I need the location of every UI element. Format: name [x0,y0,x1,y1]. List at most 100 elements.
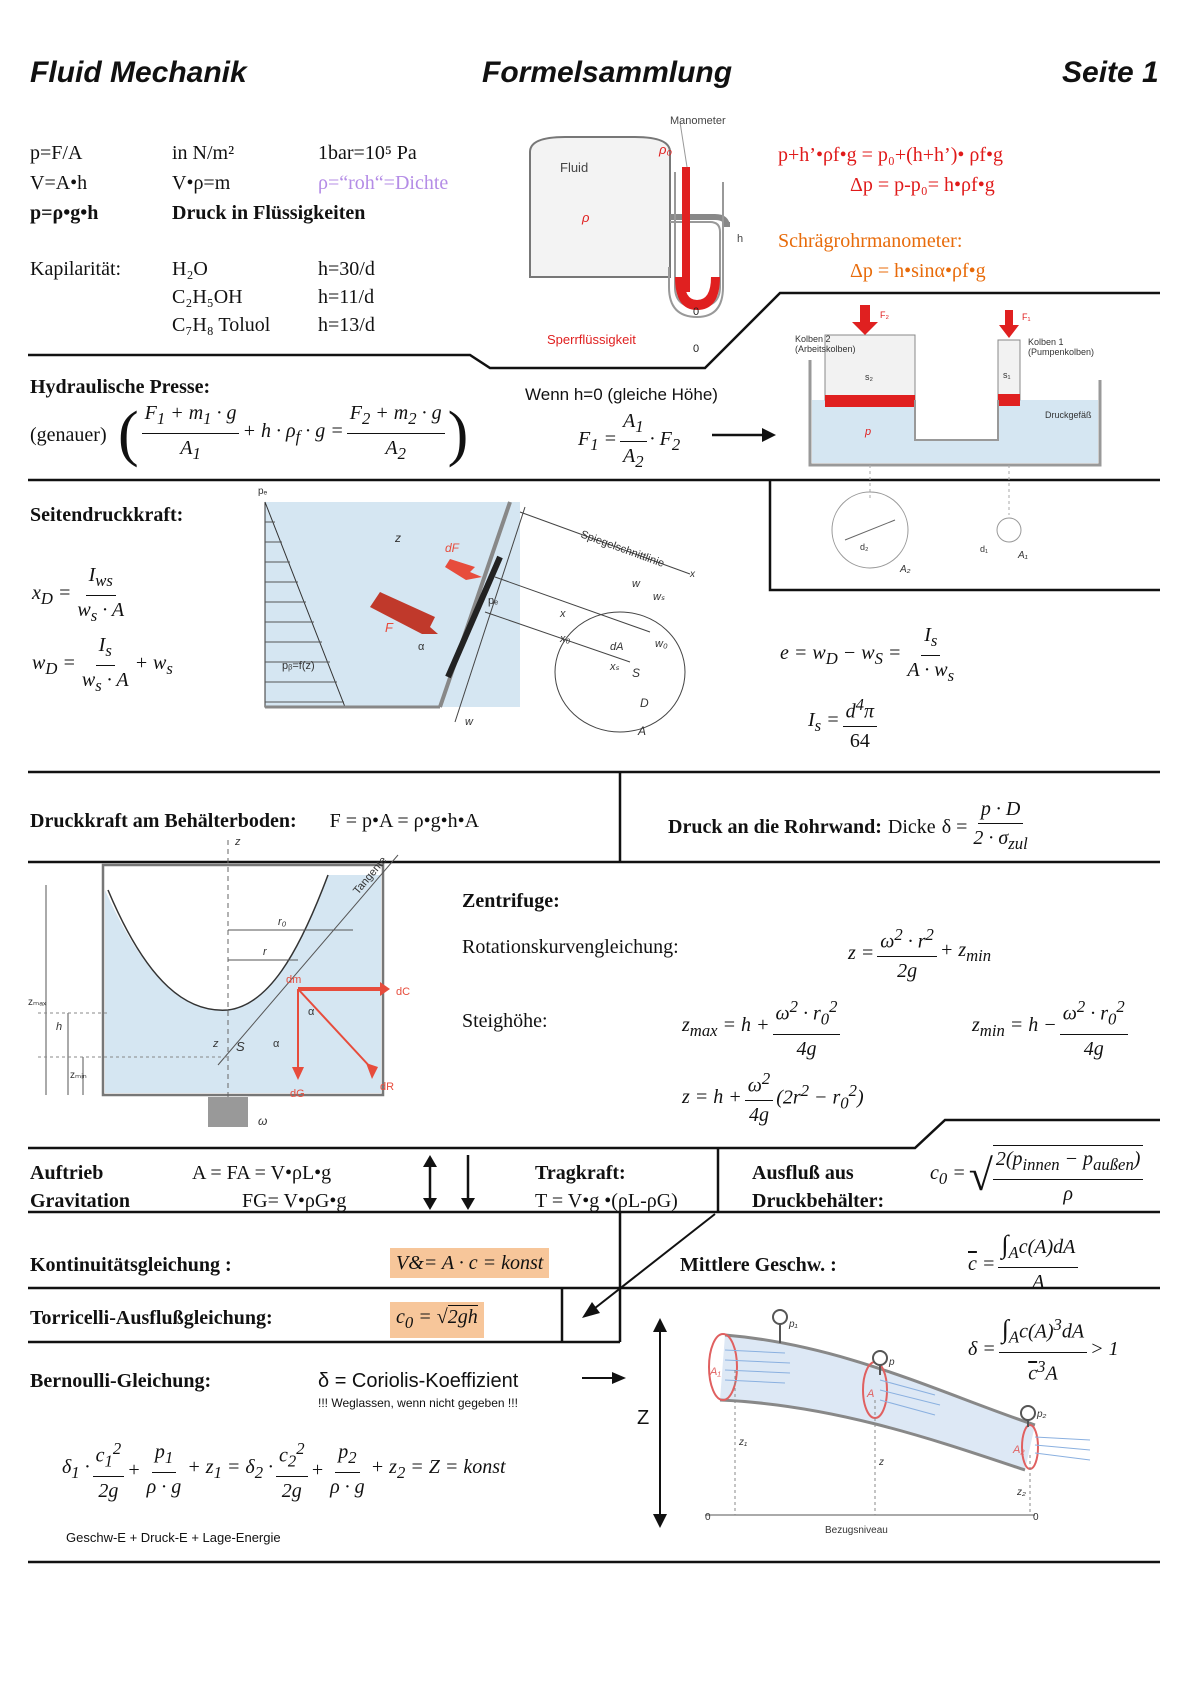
area-a1-label: A₁ [709,1366,721,1378]
pipe-wall-title: Druck an die Rohrwand: [668,815,882,838]
xd-label: x₀ [559,633,571,645]
zmin-label: zₘᵢₙ [70,1070,87,1081]
height-h-label: h [56,1021,62,1033]
capillarity-value: h=11/d [318,286,375,308]
wd-label: w₀ [655,638,668,650]
vertex-s-label: S [236,1039,245,1054]
hydraulic-press-title: Hydraulische Presse: [30,376,211,398]
pressure-p-label: p [864,426,871,438]
dg-label: dG [290,1088,305,1100]
torricelli-title: Torricelli-Ausflußgleichung: [30,1307,273,1329]
schraeg-equation: Δp = h•sinα•ρf•g [850,260,986,282]
capillarity-value: h=30/d [318,258,375,280]
h-label: h [737,233,743,245]
outflow-formula: c0 = √ 2(pinnen − paußen)ρ [930,1145,1146,1207]
coriolis-label: δ = Coriolis-Koeffizient [318,1370,519,1392]
rho0-label: ρ₀ [658,142,672,157]
lift-equation: T = V•g •(ρL-ρG) [535,1190,678,1212]
centroid-s-label: S [632,666,640,680]
z-total-label: Z [637,1407,650,1429]
capillarity-substance: H₂O [172,258,208,280]
axis-z-label: z [234,836,241,848]
manometer-equation: p+h’•ρf•g = p₀+(h+h’)• ρf•g [778,144,1004,166]
depth-z-label: z [394,531,401,545]
piston2-sub: (Arbeitskolben) [795,344,856,354]
force-f-label: F [385,620,394,635]
rise-height-label: Steighöhe: [462,1010,548,1032]
dm-label: dm [286,974,301,986]
coord-z-label: z [212,1038,219,1050]
coord-w-label: w [632,578,641,590]
force-f1-label: F₁ [1022,312,1031,322]
ws-label: wₛ [653,591,665,603]
buoyancy-equation: A = FA = V•ρL•g [192,1162,332,1184]
arrow-down-icon [461,1155,475,1210]
stroke-s2-label: s₂ [865,372,874,382]
bottom-force-title: Druckkraft am Behälterboden: [30,810,297,832]
area-a-label: A [866,1388,874,1400]
energy-note: Geschw-E + Druck-E + Lage-Energie [66,1530,281,1545]
alpha-label: α [273,1038,280,1050]
capillarity-label: Kapilarität: [30,258,122,280]
area-a1-label: A₁ [1017,550,1028,561]
formula-hydrostatic: p=ρ•g•h [30,202,99,224]
density-note: ρ=“roh“=Dichte [318,172,449,194]
p0-label: pₑ [488,595,498,607]
coriolis-note: !!! Weglassen, wenn nicht gegeben !!! [318,1396,518,1410]
fluid-label: Fluid [560,160,588,175]
formula-volume: V=A•h [30,172,88,194]
pressure-p-label: p [888,1357,895,1368]
unit-pressure: in N/m² [172,142,235,164]
dr-label: dR [380,1081,394,1093]
equal-height-condition: Wenn h=0 (gleiche Höhe) [525,385,718,404]
capillarity-substance: C₂H₅OH [172,286,243,308]
alpha-label: α [418,641,425,653]
lift-title: Tragkraft: [535,1162,626,1184]
rotation-curve-label: Rotationskurvengleichung: [462,936,679,958]
arrow-right-icon [712,428,776,442]
force-f2-label: F₂ [880,310,889,320]
pressure-difference-equation: Δp = p-p₀= h•ρf•g [850,174,995,196]
piston1-sub: (Pumpenkolben) [1028,347,1094,357]
genauer-label: (genauer) [30,424,107,446]
side-force-title: Seitendruckkraft: [30,504,184,526]
capillarity-substance: C₇H₈ Toluol [172,314,271,336]
zero-mark: 0 [693,306,699,318]
axis-x-label: x [689,569,696,580]
height-z-label: z [878,1457,884,1468]
vessel-label: Druckgefäß [1045,410,1092,420]
surface-pressure-label: pₑ [258,486,268,497]
header-title-left: Fluid Mechanik [30,56,247,89]
pressure-function-label: pᵦ=f(z) [282,660,315,672]
area-a2-label: A₂ [1012,1444,1025,1456]
outflow-title-2: Druckbehälter: [752,1190,885,1212]
area-a2-label: A₂ [899,564,911,575]
continuity-equation: V&= A · c = konst [390,1248,550,1278]
sperr-label: Sperrflüssigkeit [547,332,636,347]
formula-pressure: p=F/A [30,142,83,164]
torricelli-equation: c0 = √2gh [390,1302,484,1338]
pressure-p2-label: p₂ [1036,1409,1047,1420]
pressure-p1-label: p₁ [788,1319,798,1330]
continuity-title: Kontinuitätsgleichung : [30,1254,232,1276]
dc-label: dC [396,986,410,998]
reference-level-label: Bezugsniveau [825,1525,888,1536]
up-down-arrow-icon [423,1155,437,1210]
centrifuge-diagram: z r₀ r Tangente dm dC zₘₐₓ h zₘᵢₙ z S α … [28,836,410,1128]
df-label: dF [445,541,460,555]
piston2-label: Kolben 2 [795,334,831,344]
schraeg-title: Schrägrohrmanometer: [778,230,963,252]
header-page-number: Seite 1 [1062,56,1159,89]
manometer-diagram: Manometer Fluid ρ ρ₀ h 0 0 Sperrflüssigk… [529,115,743,355]
coord-x-label: x [559,608,566,620]
zero-mark: 0 [1033,1512,1039,1523]
